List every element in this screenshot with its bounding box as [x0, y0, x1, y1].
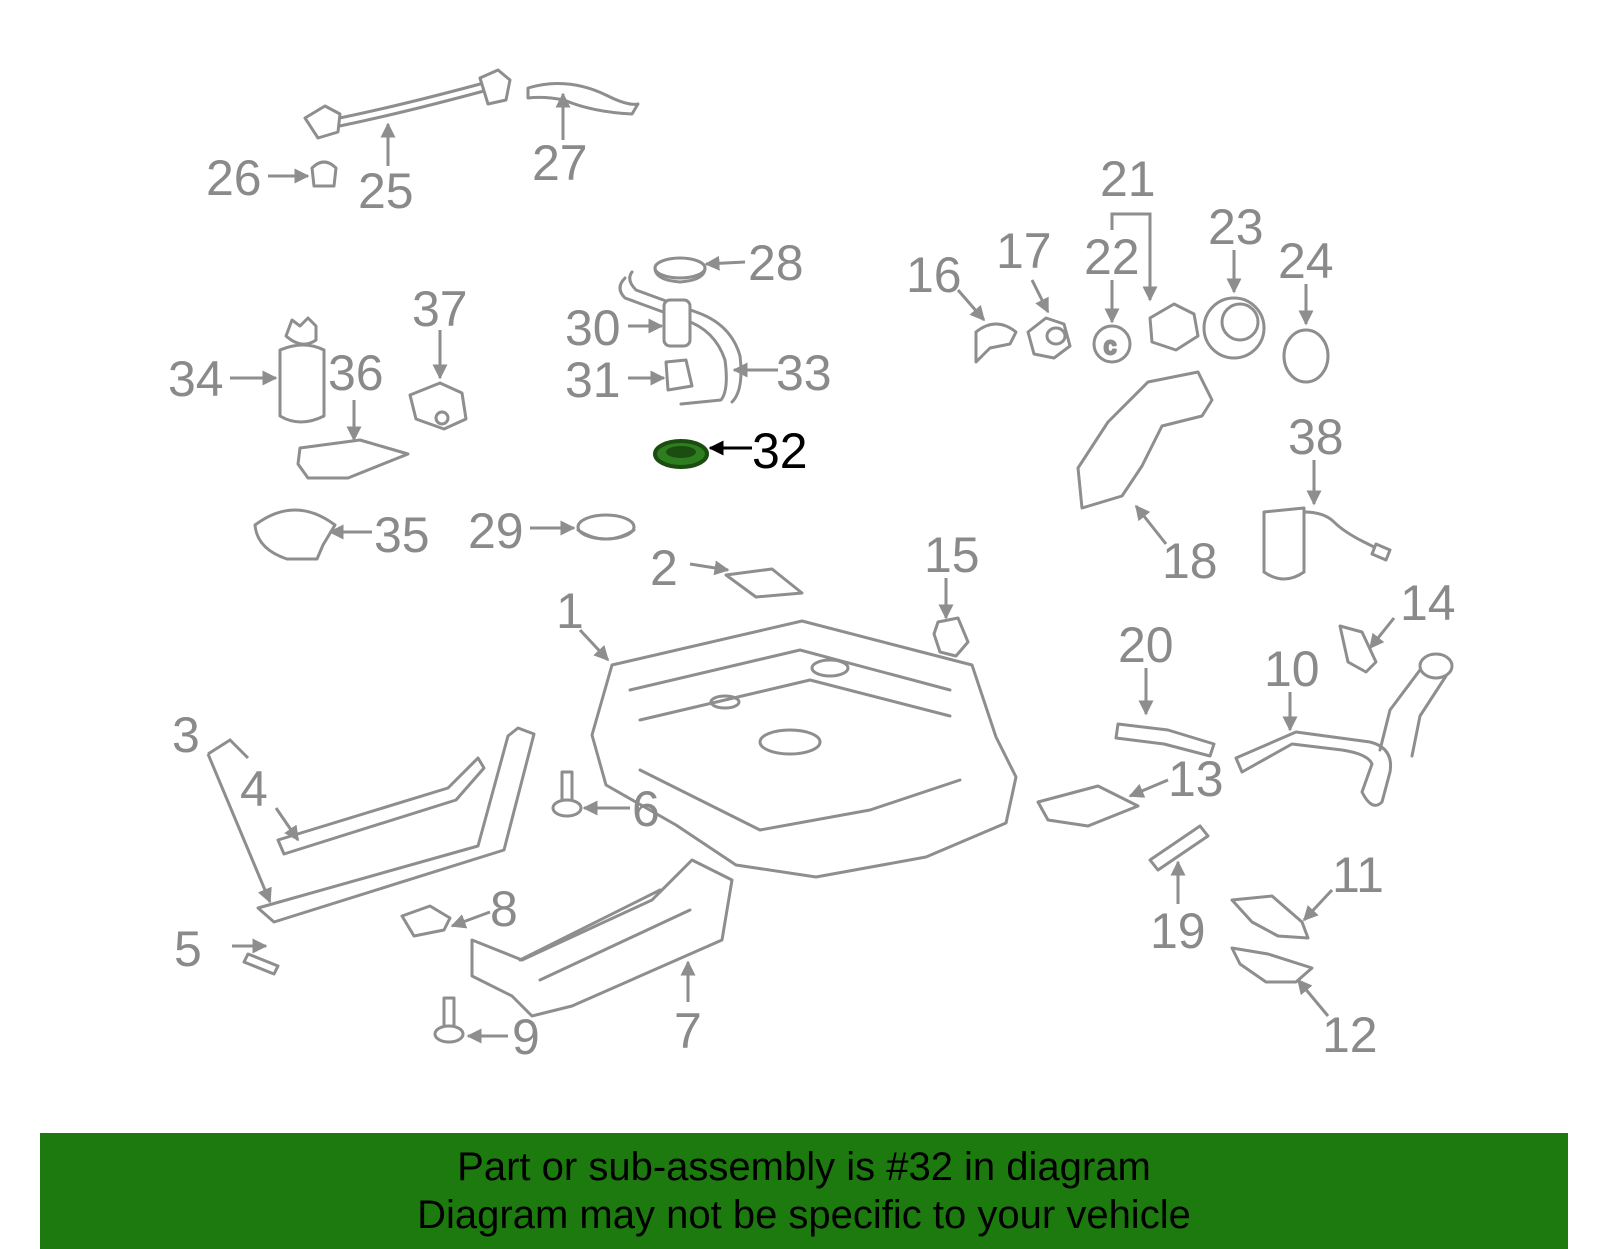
part-2-pad: [724, 567, 804, 599]
banner-line-2: Diagram may not be specific to your vehi…: [417, 1193, 1191, 1237]
part-15-clip: [932, 616, 970, 658]
label-31: 31: [565, 352, 621, 408]
part-37-regulator: [408, 381, 468, 431]
label-33: 33: [776, 345, 832, 401]
part-32-gasket: [653, 439, 709, 469]
part-12-bracket: [1230, 946, 1314, 984]
part-22-cap: c: [1092, 324, 1132, 364]
part-4-strap: [276, 756, 486, 856]
label-8: 8: [490, 881, 518, 937]
label-11: 11: [1332, 847, 1384, 903]
part-1-fuel-tank: [590, 619, 1018, 879]
part-6-bolt: [551, 770, 583, 818]
label-7: 7: [674, 1003, 702, 1059]
label-20: 20: [1118, 617, 1174, 673]
part-8-clip: [400, 904, 452, 938]
label-30: 30: [565, 300, 621, 356]
part-13-protector: [1036, 784, 1140, 828]
part-23-fuel-cap: [1202, 296, 1266, 360]
label-19: 19: [1150, 903, 1206, 959]
label-23: 23: [1208, 199, 1264, 255]
label-28: 28: [748, 235, 804, 291]
part-19-hose: [1148, 824, 1210, 872]
label-10: 10: [1264, 641, 1320, 697]
label-22: 22: [1084, 229, 1140, 285]
label-1: 1: [556, 583, 584, 639]
label-9: 9: [512, 1009, 540, 1065]
part-18-filler-neck-housing: [1076, 370, 1214, 510]
part-17-housing: [1026, 316, 1072, 360]
part-21-cap-assembly: [1148, 302, 1200, 352]
part-9-bolt: [433, 996, 465, 1044]
part-11-bracket: [1230, 894, 1310, 940]
label-38: 38: [1288, 409, 1344, 465]
part-30-33-sender-assembly: [618, 270, 743, 406]
part-20-pipe: [1114, 722, 1216, 758]
part-25-fuel-line: [303, 68, 512, 140]
label-5: 5: [174, 921, 202, 977]
label-27: 27: [532, 135, 588, 191]
label-21: 21: [1100, 151, 1156, 207]
label-18: 18: [1162, 533, 1218, 589]
part-35-bracket: [253, 508, 337, 561]
label-16: 16: [906, 247, 962, 303]
part-16-bracket: [974, 322, 1018, 364]
label-4: 4: [240, 761, 268, 817]
part-24-gasket: [1282, 328, 1330, 384]
svg-text:c: c: [1104, 333, 1116, 360]
label-32: 32: [752, 423, 808, 479]
part-27-hose: [526, 82, 640, 116]
label-26: 26: [206, 150, 262, 206]
part-26-clip: [310, 160, 338, 188]
part-10-filler-pipe: [1234, 652, 1454, 807]
label-3: 3: [172, 707, 200, 763]
part-14-bracket: [1338, 624, 1378, 674]
label-14: 14: [1400, 575, 1456, 631]
label-24: 24: [1278, 233, 1334, 289]
label-37: 37: [412, 281, 468, 337]
label-13: 13: [1168, 751, 1224, 807]
callout-labels: 26 25 27 28 30 31 33 32 34 36 37 35 29 2…: [168, 135, 1456, 1065]
label-15: 15: [924, 527, 980, 583]
part-36-strainer: [296, 438, 410, 480]
part-5-pin: [242, 952, 280, 976]
part-28-cap: [653, 256, 707, 284]
info-banner: Part or sub-assembly is #32 in diagram D…: [40, 1133, 1568, 1249]
part-3-strap: [256, 726, 536, 924]
label-35: 35: [374, 507, 430, 563]
label-12: 12: [1322, 1007, 1378, 1063]
label-25: 25: [358, 163, 414, 219]
part-38-canister: [1262, 506, 1392, 581]
part-34-fuel-pump: [278, 316, 326, 424]
label-6: 6: [632, 781, 660, 837]
label-17: 17: [996, 223, 1052, 279]
label-36: 36: [328, 345, 384, 401]
banner-line-1: Part or sub-assembly is #32 in diagram: [457, 1145, 1151, 1189]
leader-lines: [206, 92, 1396, 1044]
label-29: 29: [468, 503, 524, 559]
label-2: 2: [650, 540, 678, 596]
label-34: 34: [168, 351, 224, 407]
part-7-heat-shield: [470, 858, 734, 1018]
part-29-ring: [576, 513, 636, 541]
